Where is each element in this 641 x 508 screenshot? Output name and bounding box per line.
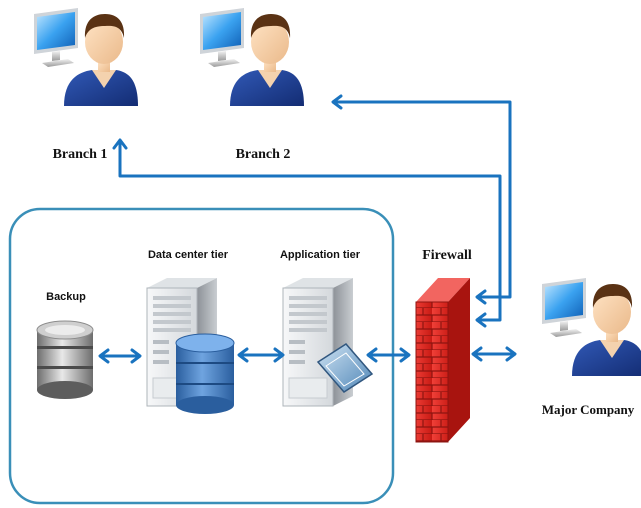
branch2-user-computer-icon [200,8,304,106]
branch2-label: Branch 2 [236,147,291,162]
branch1-user-computer-icon [34,8,138,106]
data-center-tier-label: Data center tier [148,249,229,261]
application-document-icon [316,343,374,393]
backup-label: Backup [46,291,86,303]
arrow-firewall-branch2 [331,94,512,305]
arrow-firewall-major-company [471,346,517,362]
arrow-firewall-branch1 [112,138,502,328]
arrow-backup-datacenter [98,348,142,364]
arrow-application-firewall [366,347,411,363]
arrow-datacenter-application [237,347,285,363]
major-company-label: Major Company [542,402,635,417]
major-company-user-computer-icon [542,278,641,376]
branch1-label: Branch 1 [53,147,108,162]
data-center-database-icon [175,333,235,414]
application-tier-label: Application tier [280,249,361,261]
firewall-label: Firewall [422,248,472,263]
firewall-brick-wall-icon [415,278,470,443]
backup-database-icon [36,320,94,399]
